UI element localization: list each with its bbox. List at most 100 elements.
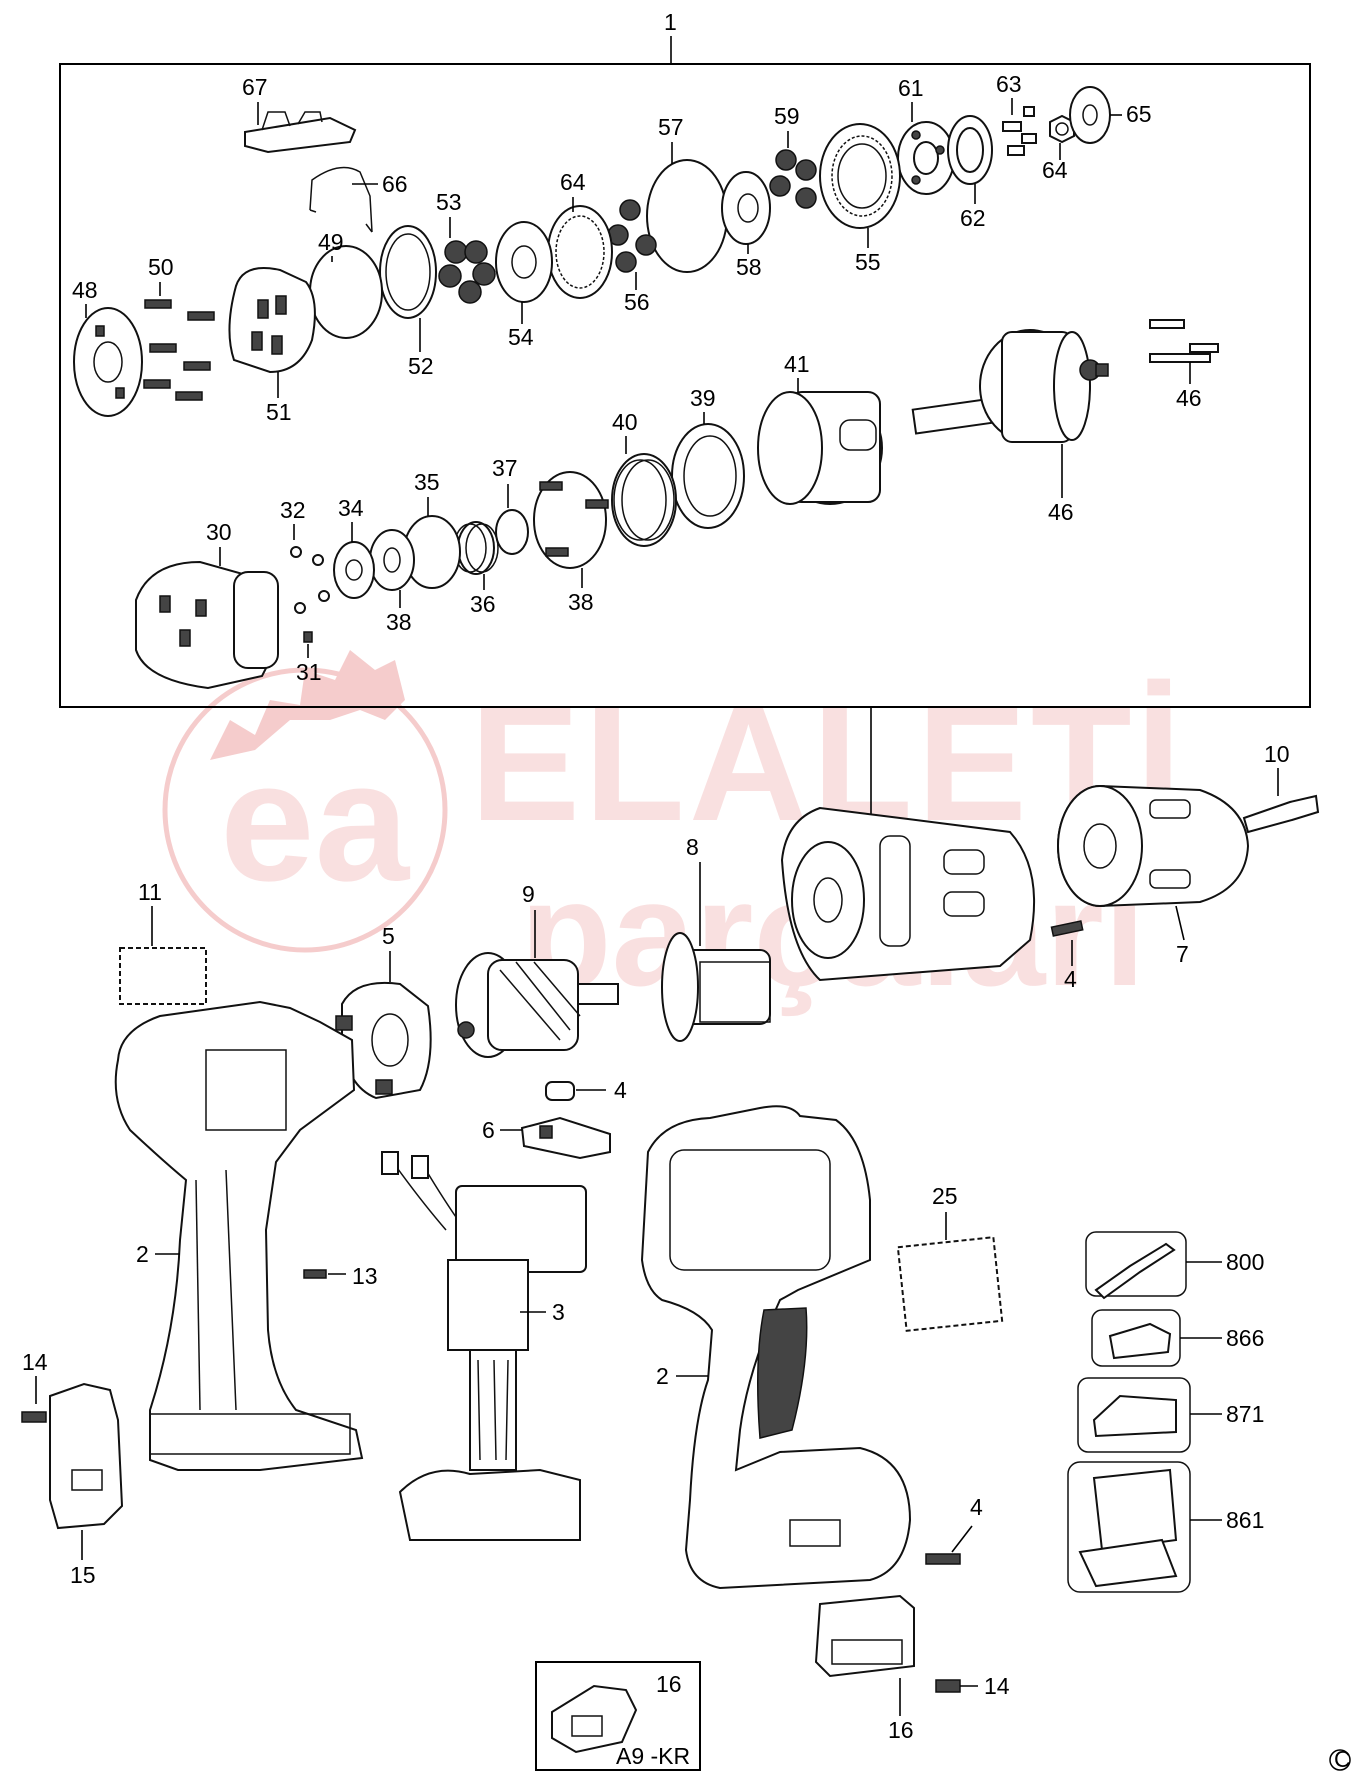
accessory-800-bit-holder — [1085, 1231, 1187, 1300]
callout-57: 57 — [658, 114, 684, 140]
callout-63: 63 — [996, 71, 1022, 97]
callout-861: 861 — [1226, 1507, 1264, 1533]
part-64-nut — [1049, 114, 1075, 144]
part-51-gear-housing — [228, 267, 316, 374]
part-32-balls — [290, 546, 330, 614]
callout-4-armature: 4 — [614, 1077, 627, 1103]
callout-47: 46 — [1176, 385, 1202, 411]
callout-16-kit: 16 — [656, 1671, 682, 1697]
part-39-ring — [671, 423, 745, 529]
part-59-planet-gears — [769, 149, 817, 209]
part-15-latch — [49, 1382, 124, 1530]
callout-55: 64 — [560, 169, 586, 195]
callout-64: 64 — [1042, 157, 1068, 183]
callout-33: 38 — [386, 609, 412, 635]
part-58-carrier — [721, 171, 771, 245]
callout-6: 6 — [482, 1117, 495, 1143]
part-11-label — [119, 947, 207, 1005]
callout-2-right: 2 — [656, 1363, 669, 1389]
part-55-ring-gear — [547, 205, 613, 299]
part-30-gear-case — [135, 560, 279, 690]
callout-871: 871 — [1226, 1401, 1264, 1427]
part-4-screw-chuck — [1050, 920, 1084, 937]
callout-15: 15 — [70, 1562, 96, 1588]
part-63-pins — [1002, 106, 1037, 156]
part-57-washer — [646, 159, 728, 273]
callout-5: 5 — [382, 923, 395, 949]
part-16-battery-cover — [814, 1594, 915, 1678]
callout-35: 35 — [414, 469, 440, 495]
part-31-screw — [303, 631, 313, 643]
callout-61: 61 — [898, 75, 924, 101]
part-13-screw — [303, 1269, 327, 1279]
callout-54: 54 — [508, 324, 534, 350]
part-54-carrier — [495, 221, 553, 303]
copyright-letter: C — [1334, 1746, 1351, 1772]
callout-37: 37 — [492, 455, 518, 481]
part-41-clutch-housing — [757, 391, 883, 505]
accessory-871-charger — [1077, 1377, 1191, 1453]
callout-10: 10 — [1264, 741, 1290, 767]
part-66-spring-clip — [309, 166, 373, 233]
callout-31: 31 — [296, 659, 322, 685]
part-48-front-plate — [73, 307, 143, 417]
callout-11: 11 — [138, 879, 162, 905]
part-52-ring — [379, 225, 437, 319]
callout-36: 36 — [470, 591, 496, 617]
callout-49: 49 — [318, 229, 344, 255]
part-67-clip — [244, 111, 357, 154]
callout-30: 30 — [206, 519, 232, 545]
callout-52: 52 — [408, 353, 434, 379]
leader-7 — [1175, 905, 1185, 941]
assembly-frame — [59, 63, 1311, 708]
kit-label: A9 -KR — [616, 1743, 690, 1769]
callout-14-right: 14 — [984, 1673, 1010, 1699]
callout-38: 38 — [568, 589, 594, 615]
callout-56: 56 — [624, 289, 650, 315]
callout-3: 3 — [552, 1299, 565, 1325]
callout-67: 67 — [242, 74, 268, 100]
part-65-washer — [1069, 86, 1111, 144]
copyright-mark — [1329, 1749, 1351, 1771]
part-47-pins — [1149, 319, 1219, 363]
part-49-washer — [309, 245, 383, 339]
part-7-chuck — [1057, 784, 1250, 908]
part-4-screw-armature — [545, 1081, 575, 1101]
callout-4-housing: 4 — [970, 1494, 983, 1520]
callout-13: 13 — [352, 1263, 378, 1289]
callout-48: 48 — [72, 277, 98, 303]
callout-58: 58 — [736, 254, 762, 280]
part-33-carrier — [369, 529, 415, 591]
callout-16-cover: 16 — [888, 1717, 914, 1743]
callout-32: 32 — [280, 497, 306, 523]
part-37-ring — [495, 509, 529, 555]
part-53-planet-gears — [438, 240, 496, 304]
part-2-right-housing — [640, 1105, 912, 1590]
callout-34: 34 — [338, 495, 364, 521]
part-9-armature — [455, 952, 619, 1058]
part-4-screw-housing — [925, 1553, 961, 1565]
callout-7: 7 — [1176, 941, 1189, 967]
callout-66: 66 — [382, 171, 408, 197]
part-46-spindle-assembly — [911, 329, 1109, 443]
part-50-screws — [143, 299, 215, 401]
callout-1: 1 — [664, 9, 677, 35]
part-5-end-cap — [335, 981, 432, 1100]
part-60-ring-gear — [819, 123, 901, 229]
part-40-clutch-spring — [611, 453, 677, 547]
leader-4-housing — [951, 1525, 973, 1553]
part-2-left-housing — [114, 1000, 364, 1471]
part-16-kit-latch — [551, 1684, 638, 1754]
part-8-magnet-housing — [661, 932, 771, 1042]
part-6-brush — [520, 1116, 611, 1160]
callout-39: 39 — [690, 385, 716, 411]
callout-9: 9 — [522, 881, 535, 907]
callout-4-chuck: 4 — [1064, 966, 1077, 992]
part-14-screw-left — [21, 1411, 47, 1423]
callout-51: 51 — [266, 399, 292, 425]
callout-2-left: 2 — [136, 1241, 149, 1267]
callout-866: 866 — [1226, 1325, 1264, 1351]
part-61-carrier — [897, 121, 955, 195]
part-3-switch-assembly — [381, 1151, 587, 1541]
